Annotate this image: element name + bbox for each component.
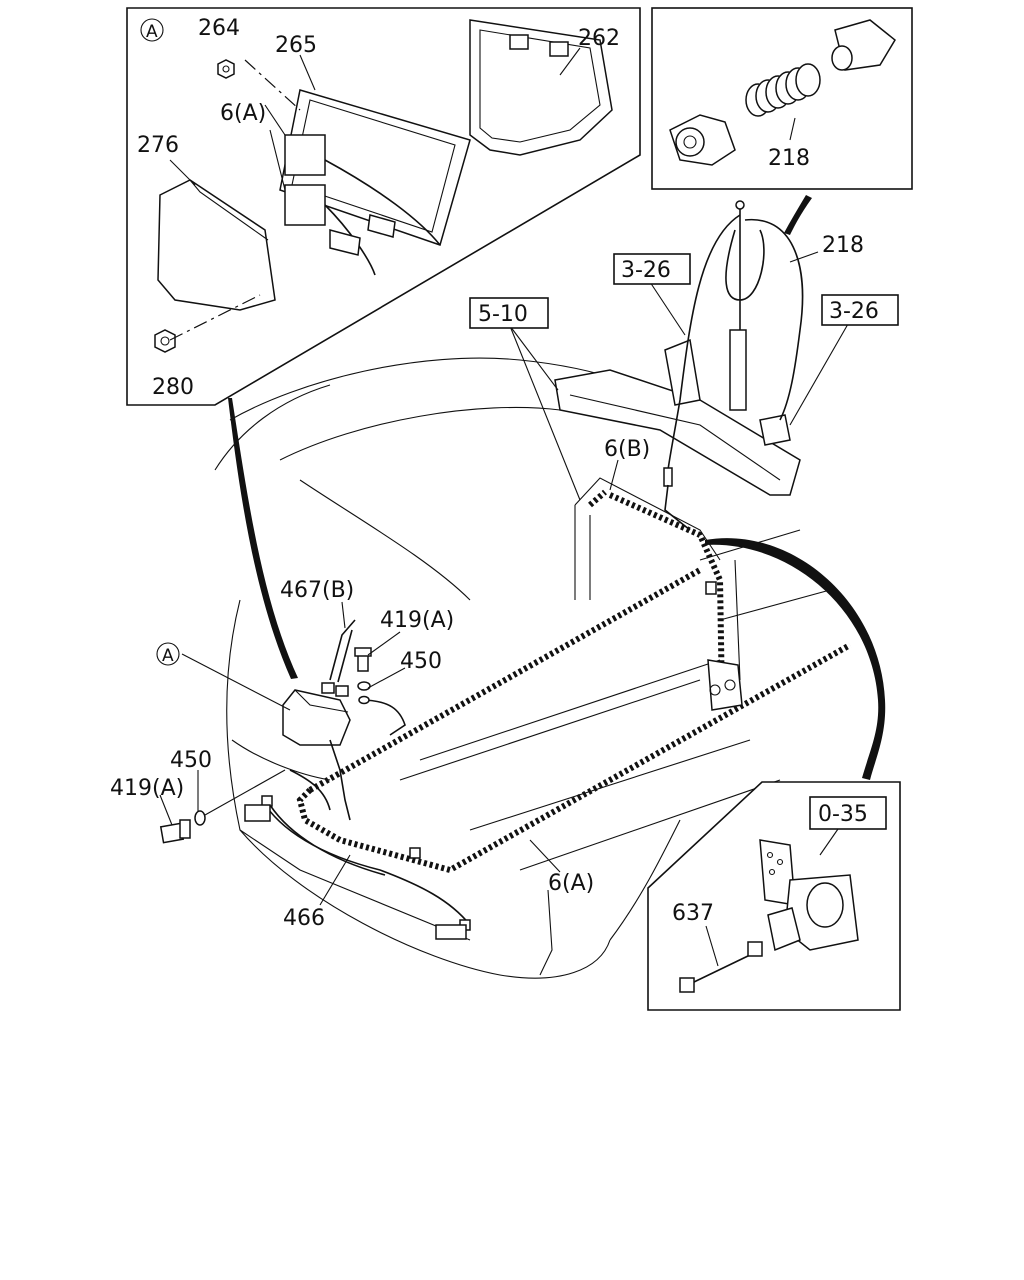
label-466: 466 [283, 906, 325, 931]
cab-outline [214, 357, 831, 979]
main-labels: A 218 6(B) 467(B) 419(A) 450 450 419(A) … [110, 233, 864, 931]
ref-3-26-left: 3-26 [621, 258, 671, 283]
crossmember-bracket [554, 200, 804, 496]
label-218-main: 218 [822, 233, 864, 258]
main-marker-a: A [162, 646, 174, 666]
detail-a-marker: A [146, 22, 158, 42]
label-6a-main: 6(A) [548, 871, 594, 896]
label-262: 262 [578, 26, 620, 51]
sensor-detail-panel: 0-35 637 [647, 781, 901, 1011]
label-276: 276 [137, 133, 179, 158]
detail-a-panel: A 264 265 262 6(A) 276 [126, 7, 641, 406]
label-6b: 6(B) [604, 437, 650, 462]
ref-boxes: 5-10 3-26 3-26 [469, 253, 899, 329]
ref-3-26-right: 3-26 [829, 299, 879, 324]
label-467b: 467(B) [280, 578, 354, 603]
label-419a-left: 419(A) [110, 776, 184, 801]
harness-6a [296, 489, 852, 874]
leader-lines [159, 251, 849, 906]
label-637: 637 [672, 901, 714, 926]
ref-5-10: 5-10 [478, 302, 528, 327]
harness-6b [664, 484, 691, 531]
coil-spring [745, 63, 821, 117]
label-419a-top: 419(A) [380, 608, 454, 633]
label-6a-detail: 6(A) [220, 101, 266, 126]
label-450-left: 450 [170, 748, 212, 773]
connector-detail-panel: 218 [651, 7, 913, 190]
label-218-detail: 218 [768, 146, 810, 171]
callout-arrows [228, 195, 886, 780]
label-264: 264 [198, 16, 240, 41]
control-unit [159, 581, 743, 940]
label-450-top: 450 [400, 649, 442, 674]
ref-0-35: 0-35 [818, 802, 868, 827]
label-265: 265 [275, 33, 317, 58]
label-280: 280 [152, 375, 194, 400]
